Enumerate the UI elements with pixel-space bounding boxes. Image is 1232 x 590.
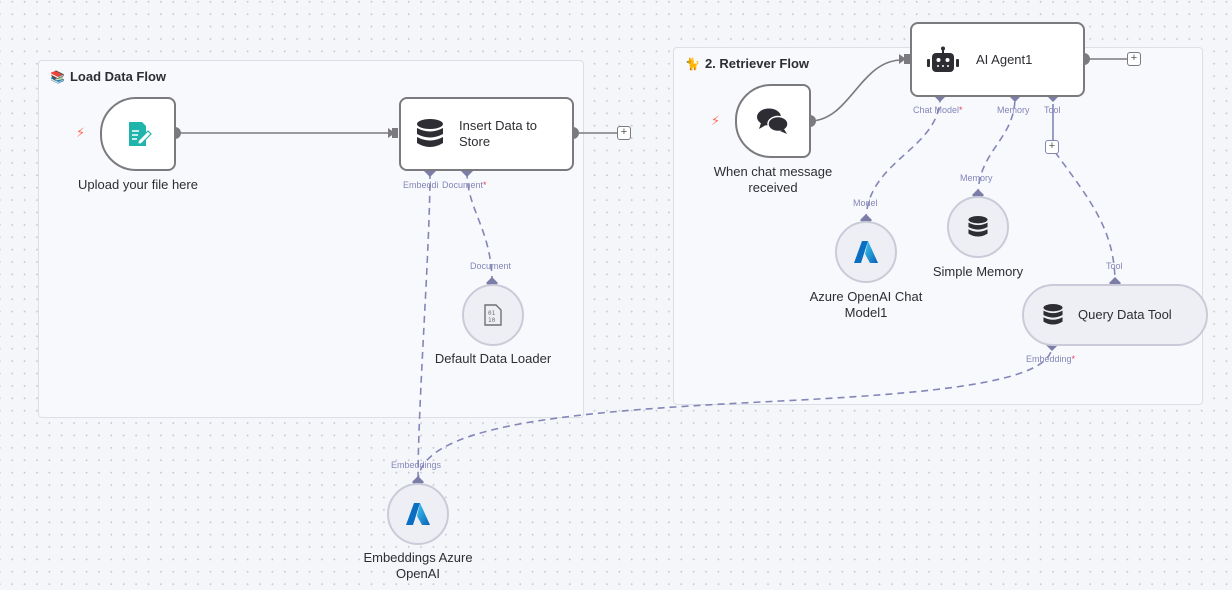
group-title-text: 2. Retriever Flow	[704, 56, 809, 71]
port-label-document: Document	[470, 261, 512, 271]
node-label: Upload your file here	[78, 177, 198, 192]
form-icon	[129, 122, 152, 146]
svg-text:01: 01	[488, 310, 496, 317]
port-label-memory: Memory	[960, 173, 993, 183]
port-label-embeddings: Embeddings	[391, 460, 442, 470]
add-node-button[interactable]: +	[617, 126, 631, 140]
chat-icon	[757, 108, 789, 134]
edge-chat-to-agent	[809, 59, 903, 122]
group-title: 🐈 2. Retriever Flow	[685, 56, 809, 71]
group-title-text: Load Data Flow	[69, 69, 167, 84]
input-handle	[904, 54, 910, 64]
add-tool-button[interactable]: +	[1045, 140, 1059, 154]
edge-embeddings-to-insert	[417, 171, 431, 483]
node-label: Embeddings Azure OpenAI	[363, 550, 473, 581]
group-title: 📚 Load Data Flow	[50, 69, 166, 84]
node-default-data-loader[interactable]: 01 10	[462, 284, 524, 346]
port-label-embedding: Embedding*	[1026, 354, 1076, 364]
edge-memory-to-agent	[977, 96, 1016, 197]
edge-tool-to-agent	[1054, 151, 1116, 284]
node-title: AI Agent1	[976, 51, 1033, 67]
database-icon	[417, 119, 443, 147]
port-label-tool: Tool	[1106, 261, 1123, 271]
node-title: Insert Data to Store	[459, 118, 538, 149]
edge-embeddings-to-tool	[417, 345, 1053, 483]
edge-azure-to-agent	[865, 96, 941, 222]
edge-loader-to-insert	[466, 171, 493, 284]
database-icon	[1043, 304, 1063, 325]
node-label: Default Data Loader	[434, 351, 552, 366]
node-insert-data-store[interactable]: Insert Data to Store	[399, 97, 574, 171]
trigger-bolt-icon: ⚡	[76, 125, 86, 140]
node-label: When chat message received	[713, 164, 833, 195]
node-label: Simple Memory	[932, 264, 1024, 279]
cat-icon: 🐈	[685, 56, 700, 71]
node-upload-file[interactable]	[100, 97, 176, 171]
port-label-tool: Tool	[1044, 105, 1061, 115]
node-simple-memory[interactable]	[947, 196, 1009, 258]
svg-text:10: 10	[488, 317, 496, 324]
trigger-bolt-icon: ⚡	[711, 113, 721, 128]
node-title: Query Data Tool	[1078, 307, 1172, 322]
azure-icon	[406, 503, 430, 525]
port-label-memory: Memory	[997, 105, 1030, 115]
binary-file-icon: 01 10	[484, 304, 502, 326]
node-chat-trigger[interactable]	[735, 84, 811, 158]
port-label-chat-model: Chat Model*	[913, 105, 963, 115]
node-query-data-tool[interactable]: Query Data Tool	[1022, 284, 1208, 346]
database-icon	[968, 216, 988, 237]
node-ai-agent[interactable]: AI Agent1	[910, 22, 1085, 97]
node-embeddings-azure-openai[interactable]	[387, 483, 449, 545]
port-label-model: Model	[853, 198, 878, 208]
books-icon: 📚	[50, 69, 65, 84]
node-label: Azure OpenAI Chat Model1	[809, 289, 923, 320]
robot-icon	[927, 46, 959, 72]
add-node-button[interactable]: +	[1127, 52, 1141, 66]
node-azure-openai-chat-model[interactable]	[835, 221, 897, 283]
port-label-document: Document*	[442, 180, 487, 190]
azure-icon	[854, 241, 878, 263]
port-label-embeddings: Embeddi	[403, 180, 439, 190]
